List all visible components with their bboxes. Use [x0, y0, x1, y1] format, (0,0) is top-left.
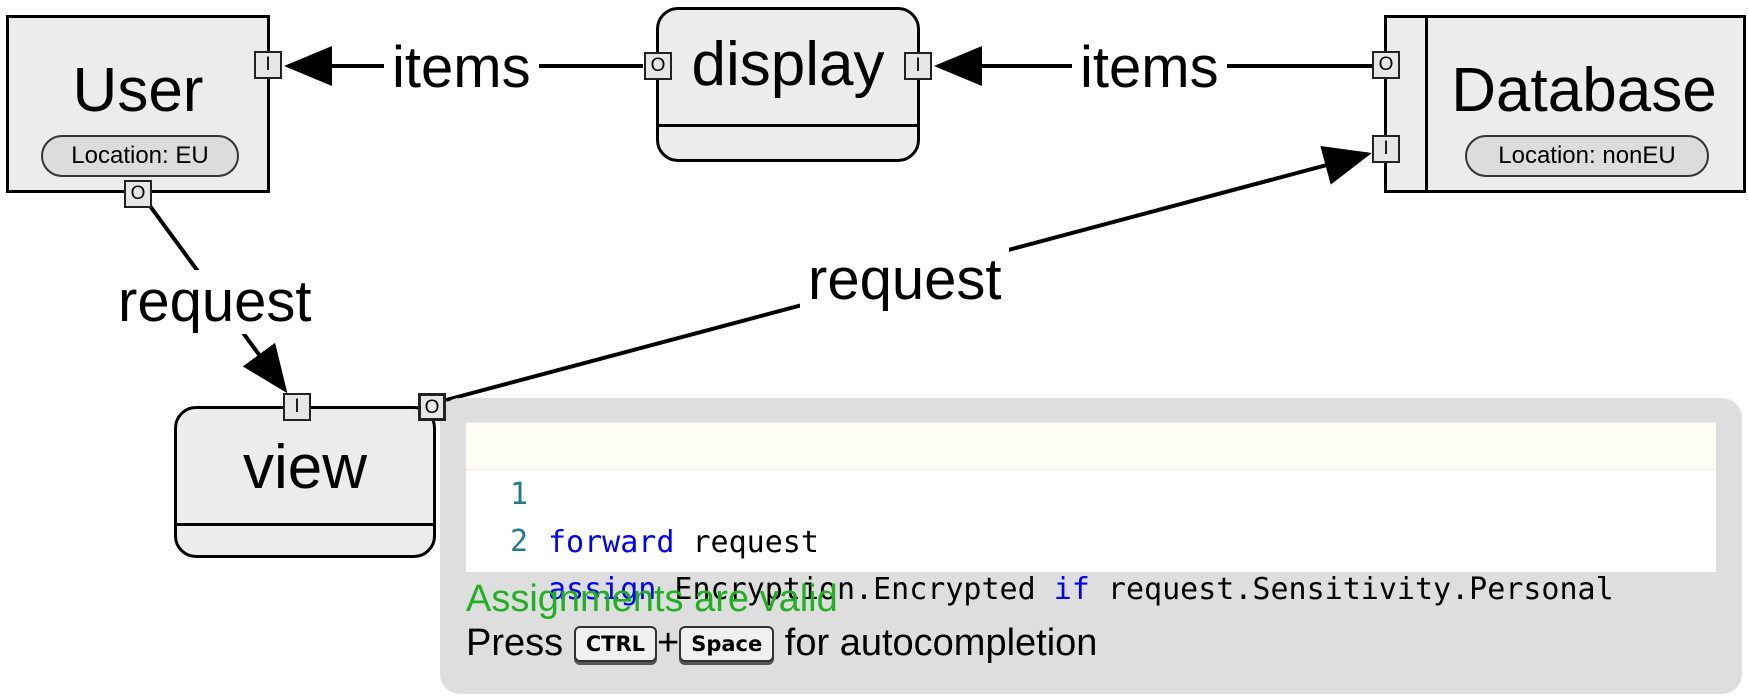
code-panel: 1 forward request 2 assign Encryption.En… [440, 398, 1742, 694]
node-title: view [242, 433, 368, 502]
edge-label-items-display: items [1072, 36, 1227, 100]
view-node[interactable]: view [174, 406, 436, 558]
validation-status: Assignments are valid [466, 578, 838, 620]
view-out-port[interactable]: O [418, 393, 446, 421]
code-editor[interactable]: 1 forward request 2 assign Encryption.En… [466, 422, 1716, 607]
keyword: if [1053, 572, 1090, 607]
node-divider [177, 523, 433, 526]
database-strip [1425, 18, 1428, 190]
edge-label-request-database: request [800, 248, 1010, 312]
code-line-1[interactable]: 1 forward request [466, 422, 1716, 560]
location-badge: Location: EU [41, 135, 239, 177]
hint-prefix: Press [466, 622, 574, 664]
code-token: Encryption.Encrypted [656, 572, 1054, 607]
code-line-2[interactable]: 2 assign Encryption.Encrypted if request… [466, 470, 1716, 607]
database-out-port[interactable]: O [1372, 51, 1400, 79]
keyword: assign [548, 572, 657, 607]
code-token: request.Sensitivity.Personal [1089, 572, 1614, 607]
keyword: forward [548, 525, 675, 560]
node-title: User [72, 56, 204, 125]
user-node[interactable]: User Location: EU [6, 15, 270, 193]
node-title: display [691, 30, 885, 99]
hint-plus: + [657, 622, 680, 664]
user-in-port[interactable]: I [254, 51, 282, 79]
line-number: 2 [509, 524, 528, 559]
location-badge: Location: nonEU [1465, 135, 1709, 177]
ctrl-key: CTRL [573, 626, 657, 662]
space-key: Space [679, 626, 775, 662]
display-node[interactable]: display [656, 7, 920, 162]
database-in-port[interactable]: I [1372, 135, 1400, 163]
edge-label-request-user: request [110, 270, 320, 334]
edge-label-items-user: items [384, 36, 539, 100]
display-in-port[interactable]: I [904, 52, 932, 80]
database-node[interactable]: Database Location: nonEU [1384, 15, 1746, 193]
line-number: 1 [509, 477, 528, 512]
code-text: assign Encryption.Encrypted if request.S… [548, 566, 1614, 614]
node-title: Database [1451, 56, 1717, 125]
code-text: forward request [548, 519, 819, 567]
code-token: request [674, 525, 819, 560]
user-out-port[interactable]: O [124, 180, 152, 208]
node-divider [659, 124, 917, 127]
hint-suffix: for autocompletion [774, 622, 1098, 664]
display-out-port[interactable]: O [644, 52, 672, 80]
view-in-port[interactable]: I [283, 393, 311, 421]
autocomplete-hint: Press CTRL+Space for autocompletion [466, 620, 1097, 666]
